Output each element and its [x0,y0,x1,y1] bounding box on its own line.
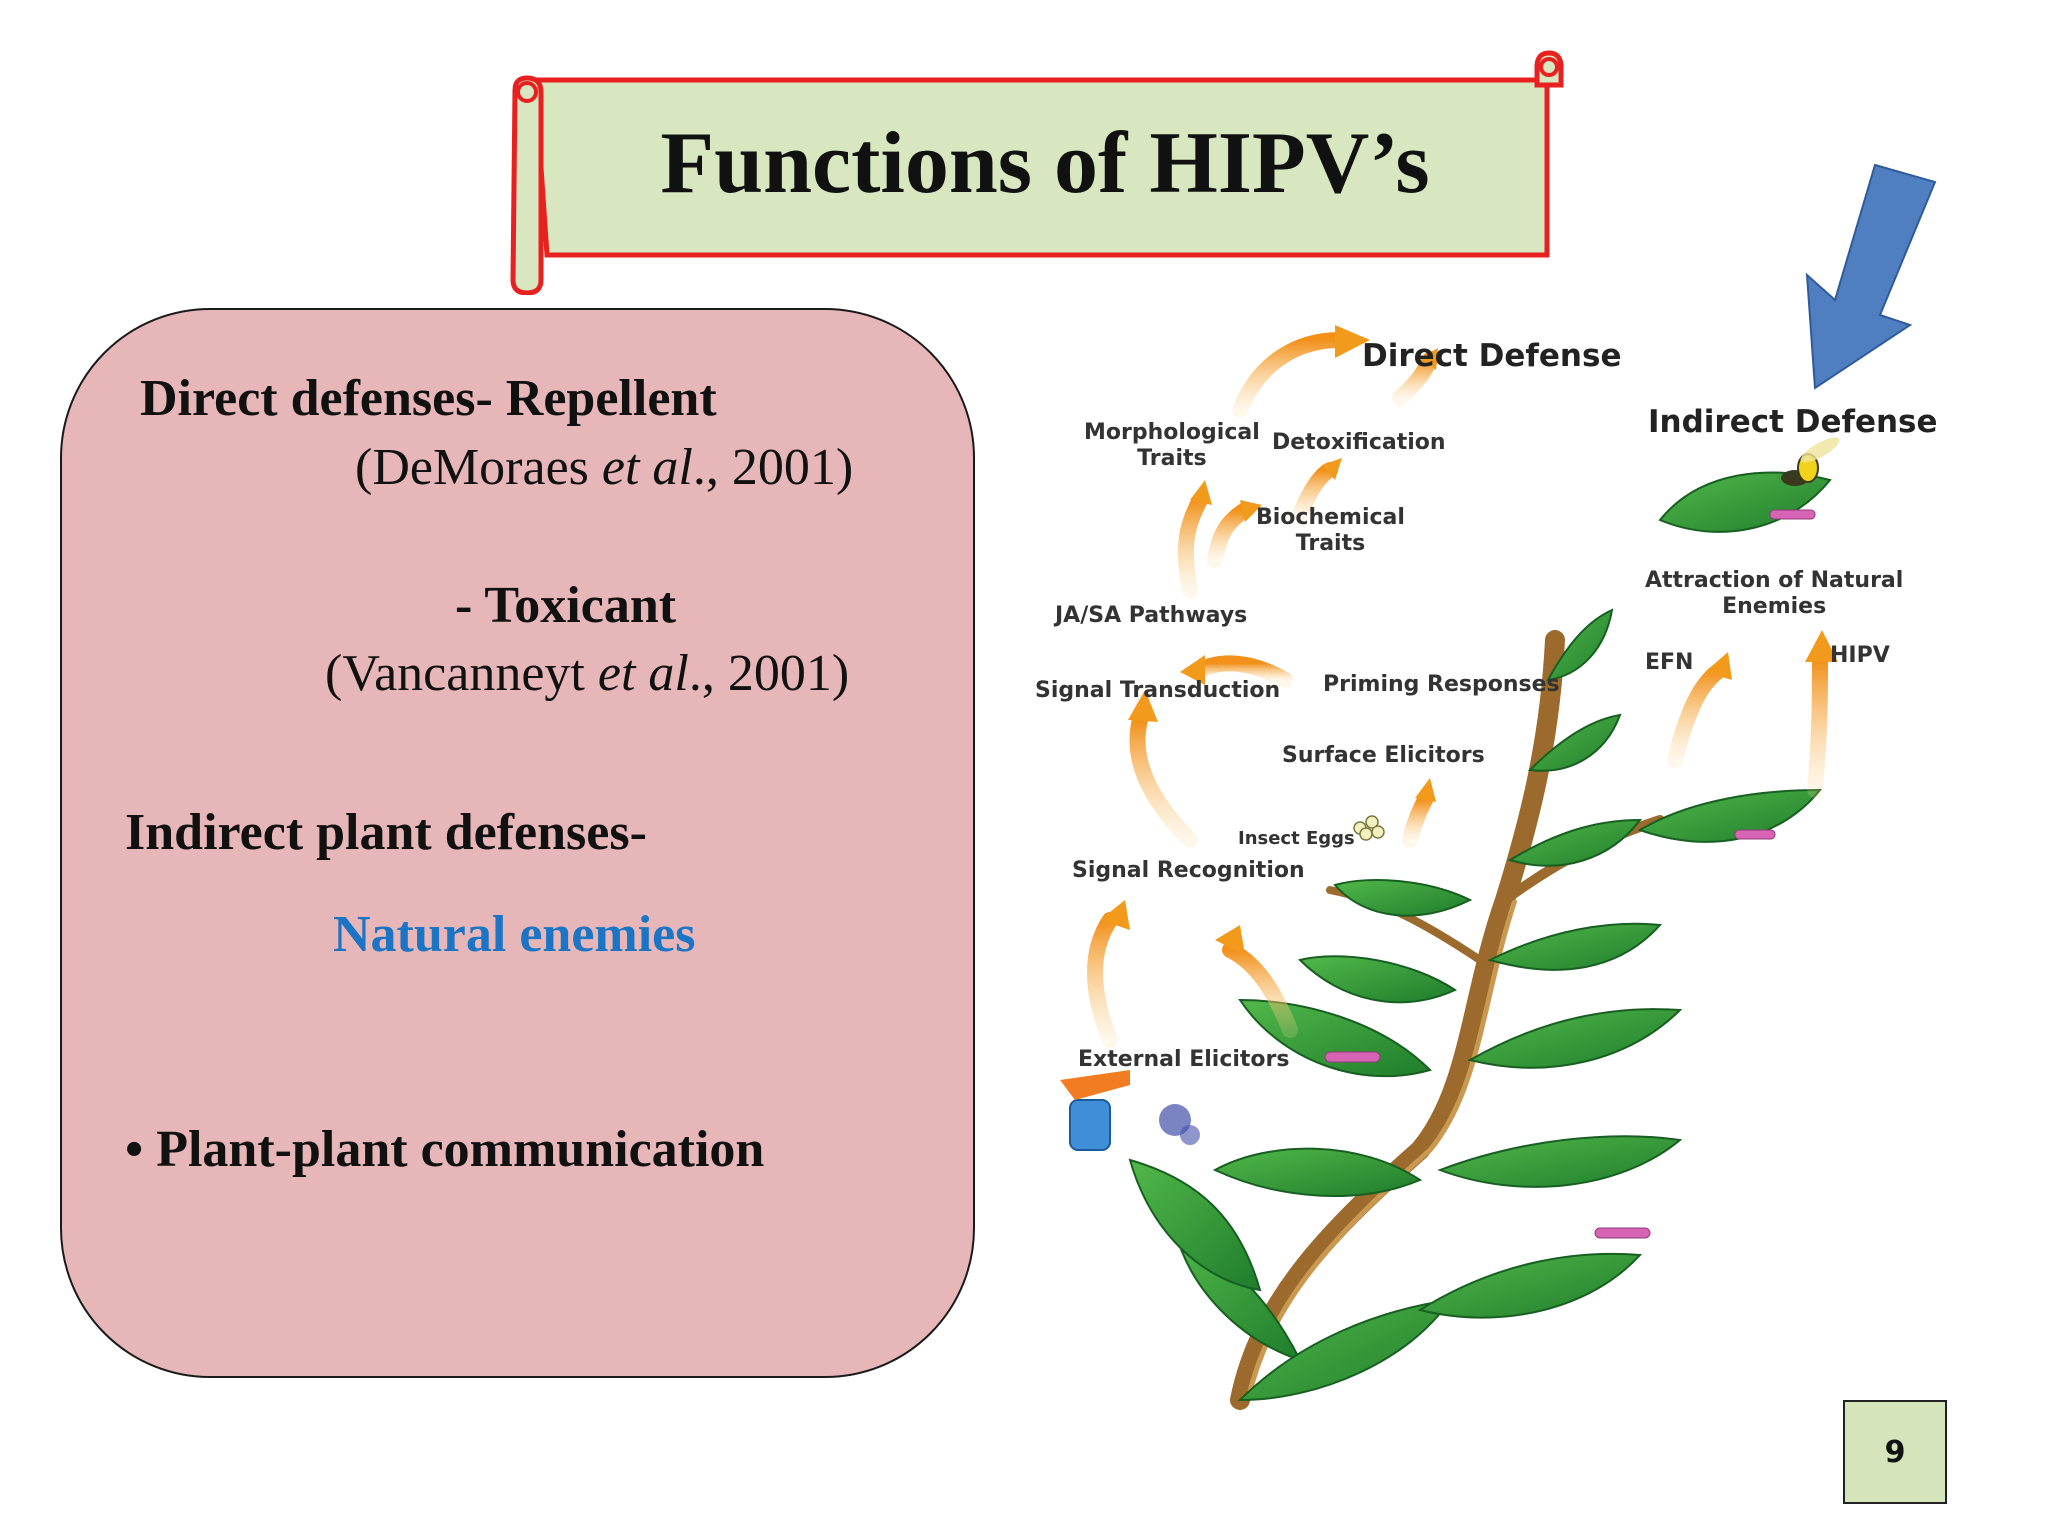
label-surface-elicitors: Surface Elicitors [1282,743,1485,768]
label-external-elicitors: External Elicitors [1078,1047,1290,1072]
toxicant-heading: - Toxicant [455,577,677,634]
plant-defense-diagram: Direct Defense Indirect Defense Morpholo… [1000,300,1960,1410]
label-signal-recognition: Signal Recognition [1072,858,1305,883]
label-biochemical-traits: Biochemical Traits [1256,505,1405,557]
reference-demoraes: (DeMoraes et al., 2001) [355,442,853,494]
slide-title: Functions of HIPV’s [660,115,1430,212]
label-ja-sa-pathways: JA/SA Pathways [1055,603,1248,628]
ref2-etal: et al [597,645,689,702]
label-hipv: HIPV [1830,643,1890,668]
scroll-banner-shape [510,50,1564,295]
title-banner: Functions of HIPV’s [505,45,1565,295]
leaf [1212,1147,1423,1197]
label-signal-transduction: Signal Transduction [1035,678,1281,703]
ref2-suffix: ., 2001) [688,645,850,702]
content-panel [60,308,975,1378]
label-priming-responses: Priming Responses [1323,672,1560,697]
direct-defenses-heading: Direct defenses- Repellent [140,370,717,427]
label-detoxification: Detoxification [1272,430,1446,455]
label-efn: EFN [1645,650,1694,675]
plant-communication-bullet: • Plant-plant communication [125,1121,765,1178]
label-insect-eggs: Insect Eggs [1238,828,1355,849]
plant-illustration [1060,325,1840,1410]
ref1-suffix: ., 2001) [692,439,854,496]
indirect-defenses-heading: Indirect plant defenses- [125,804,647,861]
label-indirect-defense: Indirect Defense [1648,404,1938,440]
ref2-prefix: (Vancanneyt [325,645,598,702]
label-morphological-traits: Morphological Traits [1084,420,1260,472]
ref1-etal: et al [601,439,693,496]
ref1-prefix: (DeMoraes [355,439,602,496]
page-number: 9 [1843,1400,1947,1504]
natural-enemies-text: Natural enemies [333,906,696,963]
label-attraction-natural-enemies: Attraction of Natural Enemies [1645,568,1904,620]
label-direct-defense: Direct Defense [1362,338,1622,374]
reference-vancanneyt: (Vancanneyt et al., 2001) [325,648,849,700]
pointer-arrow-icon [1805,163,1937,390]
